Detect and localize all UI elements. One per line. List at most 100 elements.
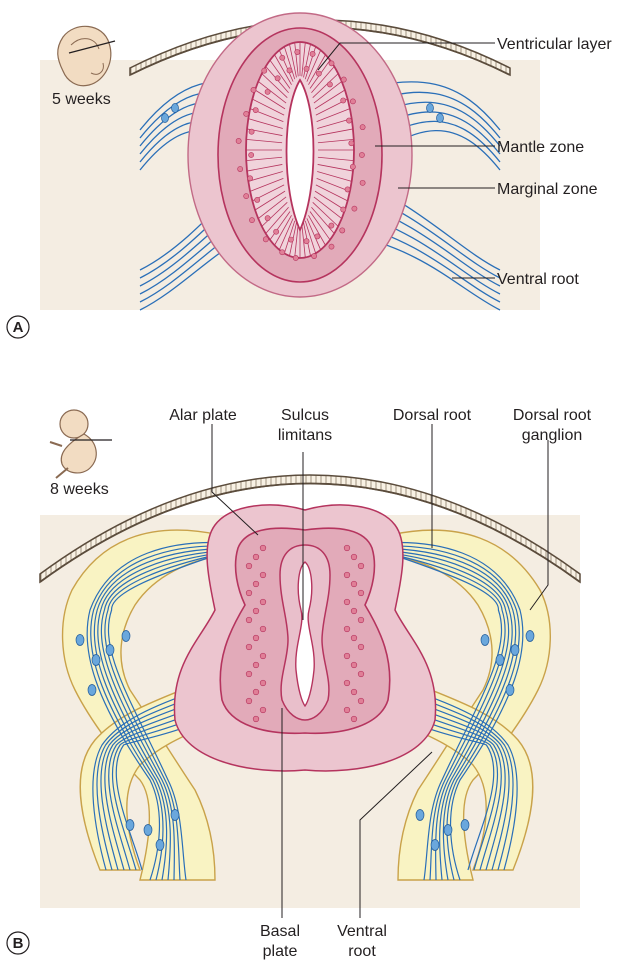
mantle-cell	[329, 244, 334, 249]
label-ventricular-layer: Ventricular layer	[497, 36, 612, 53]
ganglion-cell	[171, 810, 179, 821]
mantle-cell	[341, 98, 346, 103]
fiber-cell	[162, 114, 169, 123]
mantle-cell	[351, 554, 357, 560]
label-sulcus-line2: limitans	[278, 427, 332, 444]
label-drg-line2: ganglion	[522, 427, 583, 444]
mantle-cell	[345, 187, 350, 192]
mantle-cell	[275, 76, 280, 81]
fiber-cell	[172, 104, 179, 113]
mantle-cell	[249, 152, 254, 157]
mantle-cell	[253, 554, 259, 560]
mantle-cell	[358, 671, 364, 677]
label-ventral-root-a: Ventral root	[497, 271, 579, 288]
ganglion-cell	[122, 631, 130, 642]
mantle-cell	[358, 590, 364, 596]
panel-b-letter: B	[13, 935, 24, 952]
fiber-cell	[437, 114, 444, 123]
embryo-8-weeks-icon	[50, 410, 112, 478]
mantle-cell	[246, 617, 252, 623]
mantle-cell	[265, 216, 270, 221]
label-drg-line1: Dorsal root	[513, 407, 592, 424]
mantle-cell	[349, 141, 354, 146]
mantle-cell	[253, 581, 259, 587]
mantle-cell	[260, 626, 266, 632]
ganglion-cell	[511, 645, 519, 656]
mantle-cell	[358, 563, 364, 569]
mantle-cell	[262, 68, 267, 73]
mantle-cell	[344, 680, 350, 686]
mantle-cell	[311, 253, 316, 258]
mantle-cell	[246, 671, 252, 677]
mantle-cell	[341, 207, 346, 212]
mantle-cell	[280, 250, 285, 255]
mantle-cell	[344, 599, 350, 605]
mantle-cell	[351, 635, 357, 641]
ganglion-cell	[506, 685, 514, 696]
mantle-cell	[360, 125, 365, 130]
mantle-cell	[360, 180, 365, 185]
mantle-cell	[344, 653, 350, 659]
mantle-cell	[310, 51, 315, 56]
mantle-cell	[315, 234, 320, 239]
ganglion-cell	[76, 635, 84, 646]
mantle-cell	[274, 229, 279, 234]
ganglion-cell	[126, 820, 134, 831]
label-basal-line2: plate	[263, 943, 298, 960]
ganglion-cell	[88, 685, 96, 696]
ganglion-cell	[461, 820, 469, 831]
mantle-cell	[249, 129, 254, 134]
mantle-cell	[329, 61, 334, 66]
age-label-8-weeks: 8 weeks	[50, 481, 109, 498]
label-ventral-line1: Ventral	[337, 923, 387, 940]
ganglion-cell	[144, 825, 152, 836]
mantle-cell	[358, 644, 364, 650]
mantle-cell	[255, 197, 260, 202]
mantle-cell	[344, 572, 350, 578]
mantle-cell	[304, 239, 309, 244]
panel-a: Ventricular layer Mantle zone Marginal z…	[7, 13, 612, 338]
ganglion-cell	[431, 840, 439, 851]
mantle-cell	[316, 71, 321, 76]
mantle-cell	[246, 563, 252, 569]
label-alar-plate: Alar plate	[169, 407, 237, 424]
mantle-cell	[304, 66, 309, 71]
mantle-cell	[247, 176, 252, 181]
mantle-cell	[351, 689, 357, 695]
mantle-cell	[327, 82, 332, 87]
ganglion-cell	[481, 635, 489, 646]
fiber-cell	[427, 104, 434, 113]
mantle-cell	[341, 77, 346, 82]
mantle-cell	[260, 599, 266, 605]
ganglion-cell	[416, 810, 424, 821]
mantle-cell	[350, 99, 355, 104]
mantle-cell	[236, 138, 241, 143]
label-marginal-zone: Marginal zone	[497, 181, 598, 198]
age-label-5-weeks: 5 weeks	[52, 91, 111, 108]
mantle-cell	[253, 689, 259, 695]
ganglion-cell	[156, 840, 164, 851]
mantle-cell	[346, 118, 351, 123]
mantle-cell	[246, 590, 252, 596]
mantle-cell	[295, 49, 300, 54]
mantle-cell	[351, 716, 357, 722]
mantle-cell	[350, 164, 355, 169]
mantle-cell	[249, 218, 254, 223]
mantle-cell	[253, 716, 259, 722]
mantle-cell	[344, 707, 350, 713]
mantle-cell	[260, 653, 266, 659]
mantle-cell	[358, 698, 364, 704]
mantle-cell	[351, 662, 357, 668]
mantle-cell	[329, 223, 334, 228]
mantle-cell	[293, 255, 298, 260]
mantle-cell	[344, 545, 350, 551]
label-ventral-line2: root	[348, 943, 376, 960]
label-dorsal-root: Dorsal root	[393, 407, 472, 424]
mantle-cell	[246, 698, 252, 704]
mantle-cell	[260, 707, 266, 713]
mantle-cell	[253, 608, 259, 614]
mantle-cell	[280, 55, 285, 60]
mantle-cell	[253, 108, 258, 113]
